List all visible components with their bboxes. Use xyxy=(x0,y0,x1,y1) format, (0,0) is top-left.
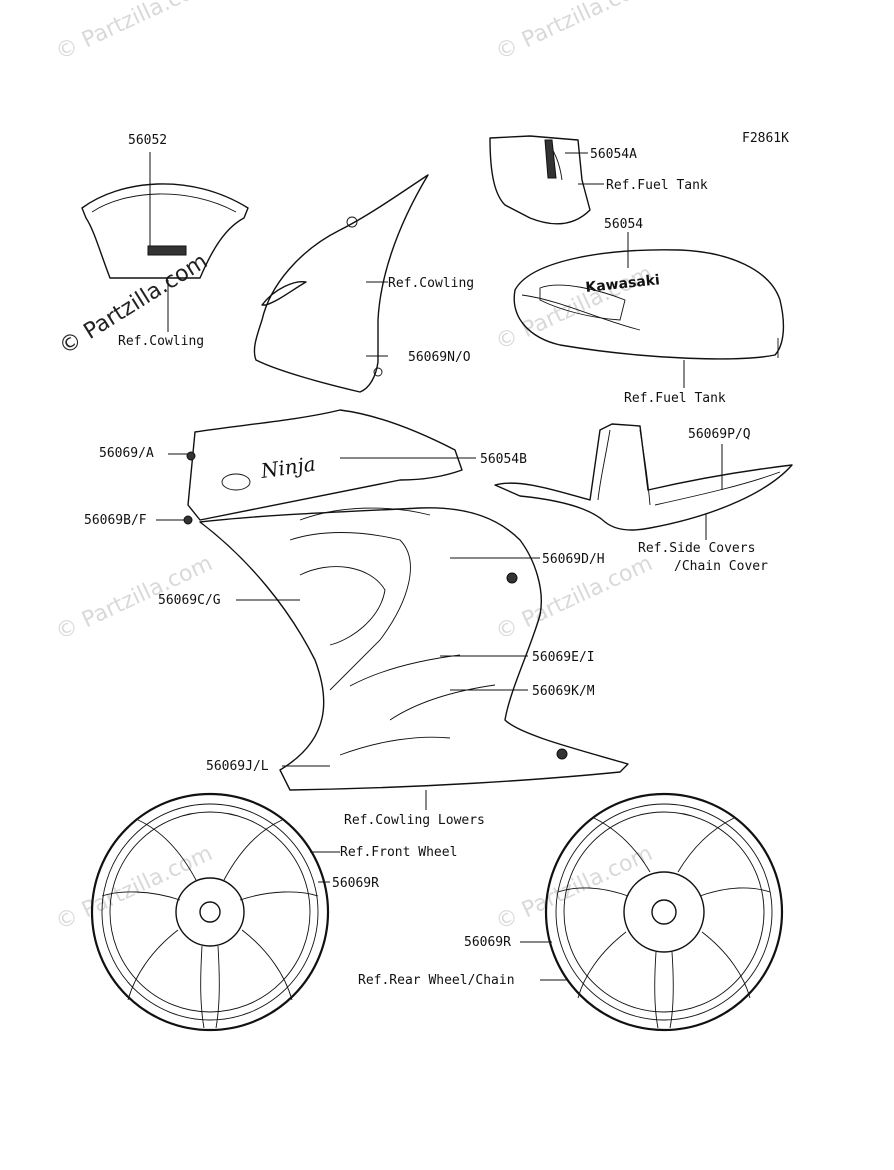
label-tail-ref-2: /Chain Cover xyxy=(674,559,768,574)
front-wheel-drawing xyxy=(90,792,340,1032)
label-upper-cowl-part: 56069N/O xyxy=(408,350,471,365)
watermark-2: © Partzilla.com xyxy=(492,0,656,65)
label-side-b: 56054B xyxy=(480,452,527,467)
label-rear-wheel-part: 56069R xyxy=(464,935,511,950)
tank-cover-drawing xyxy=(489,135,604,225)
label-tank-ref: Ref.Fuel Tank xyxy=(624,391,726,406)
label-side-km: 56069K/M xyxy=(532,684,595,699)
label-upper-cowl-ref: Ref.Cowling xyxy=(388,276,474,291)
side-logo: Ninja xyxy=(258,452,317,484)
rear-wheel-drawing xyxy=(520,792,784,1032)
watermark-6: © Partzilla.com xyxy=(52,841,216,935)
label-front-wheel-part: 56069R xyxy=(332,876,379,891)
fuel-tank-drawing: Kawasaki xyxy=(513,232,785,388)
label-side-dh: 56069D/H xyxy=(542,552,605,567)
tail-cover-drawing xyxy=(494,423,793,540)
label-side-cg: 56069C/G xyxy=(158,593,221,608)
tank-logo: Kawasaki xyxy=(585,272,661,296)
label-tank-cover-part: 56054A xyxy=(590,147,637,162)
side-fairing-drawing: Ninja xyxy=(156,409,629,810)
label-side-ei: 56069E/I xyxy=(532,650,595,665)
label-lowers-ref: Ref.Cowling Lowers xyxy=(344,813,485,828)
label-side-a: 56069/A xyxy=(99,446,154,461)
label-rear-wheel-ref: Ref.Rear Wheel/Chain xyxy=(358,973,515,988)
windshield-drawing xyxy=(81,152,249,332)
label-side-jl: 56069J/L xyxy=(206,759,269,774)
label-windshield-ref: Ref.Cowling xyxy=(118,334,204,349)
label-tail-ref-1: Ref.Side Covers xyxy=(638,541,755,556)
label-tank-part: 56054 xyxy=(604,217,643,232)
label-side-bf: 56069B/F xyxy=(84,513,147,528)
label-tail-part: 56069P/Q xyxy=(688,427,751,442)
label-front-wheel-ref: Ref.Front Wheel xyxy=(340,845,457,860)
label-tank-cover-ref: Ref.Fuel Tank xyxy=(606,178,708,193)
watermark-1: © Partzilla.com xyxy=(52,0,216,65)
upper-cowl-drawing xyxy=(253,174,429,393)
figure-code: F2861K xyxy=(742,131,789,146)
label-windshield-part: 56052 xyxy=(128,133,167,148)
